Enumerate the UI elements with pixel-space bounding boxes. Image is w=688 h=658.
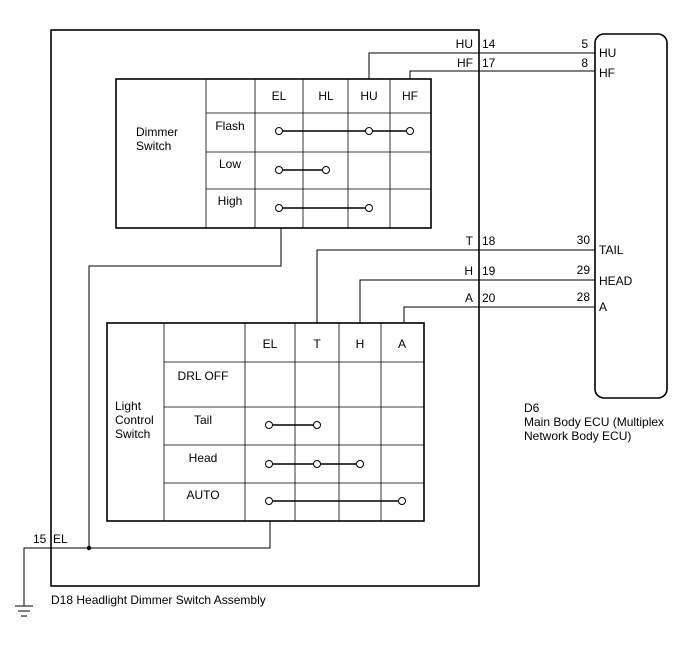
light-title-3: Switch [115, 427, 150, 441]
light-head-contact [265, 460, 364, 468]
light-control-switch-table: Light Control Switch EL T H A DRL OFF Ta… [106, 322, 425, 522]
ecu-pin-num: 8 [581, 56, 588, 70]
dimmer-title-2: Switch [136, 139, 171, 153]
ecu-pin-num: 30 [577, 233, 591, 247]
pin-el-name: EL [53, 532, 68, 546]
wire-h [359, 279, 595, 323]
pin-hu-name: HU [456, 37, 473, 51]
ecu-pin-name: A [599, 300, 607, 314]
light-title-1: Light [115, 399, 142, 413]
pin-el-num: 15 [33, 532, 47, 546]
dimmer-row-low: Low [219, 157, 241, 171]
ecu-pin-num: 28 [577, 290, 591, 304]
pin-t-name: T [466, 234, 474, 248]
light-col-el: EL [263, 337, 278, 351]
ecu-pin-name: HU [599, 46, 616, 60]
light-title-2: Control [115, 413, 154, 427]
wire-hu [368, 52, 595, 79]
light-col-t: T [313, 337, 321, 351]
ecu-pin-name: HF [599, 66, 615, 80]
ecu-pin-num: 29 [577, 263, 591, 277]
ecu-pin-num: 5 [581, 37, 588, 51]
pin-hf-name: HF [457, 56, 473, 70]
light-row-drl-off: DRL OFF [178, 369, 229, 383]
assembly-box [50, 29, 480, 587]
light-row-head: Head [189, 451, 218, 465]
ecu-code: D6 [524, 401, 540, 415]
light-tail-contact [265, 421, 321, 429]
dimmer-col-hf: HF [402, 89, 418, 103]
pin-a-name: A [465, 291, 473, 305]
pin-hf-num: 17 [482, 56, 496, 70]
ground-symbol-icon [15, 605, 33, 617]
light-auto-contact [265, 497, 406, 505]
pin-h-num: 19 [482, 264, 496, 278]
light-row-auto: AUTO [186, 488, 219, 502]
dimmer-row-flash: Flash [215, 119, 244, 133]
wire-dimmer-el [88, 228, 282, 548]
dimmer-col-el: EL [272, 89, 287, 103]
pin-t-num: 18 [482, 234, 496, 248]
wire-a [403, 306, 595, 323]
light-col-a: A [398, 337, 406, 351]
ecu-box [594, 33, 668, 399]
wires [23, 52, 595, 606]
dimmer-row-high: High [218, 194, 243, 208]
wire-t [316, 249, 595, 323]
wire-light-el [23, 521, 271, 606]
light-row-tail: Tail [194, 413, 212, 427]
pin-h-name: H [464, 264, 473, 278]
wire-hf [409, 70, 595, 79]
dimmer-high-contact [275, 204, 373, 212]
ecu-name-2: Network Body ECU) [524, 429, 631, 443]
dimmer-title-1: Dimmer [136, 125, 178, 139]
dimmer-low-contact [275, 166, 330, 174]
dimmer-switch-table: Dimmer Switch EL HL HU HF Flash Low High [115, 78, 432, 229]
dimmer-flash-contact [275, 127, 414, 135]
assembly-label: D18 Headlight Dimmer Switch Assembly [51, 593, 266, 607]
ecu-name-1: Main Body ECU (Multiplex [524, 415, 664, 429]
pin-a-num: 20 [482, 291, 496, 305]
dimmer-col-hu: HU [360, 89, 377, 103]
dimmer-col-hl: HL [318, 89, 334, 103]
pin-hu-num: 14 [482, 37, 496, 51]
junction-dot [86, 545, 92, 551]
light-col-h: H [356, 337, 365, 351]
ecu-pin-name: HEAD [599, 274, 633, 288]
ecu-pin-name: TAIL [599, 243, 624, 257]
